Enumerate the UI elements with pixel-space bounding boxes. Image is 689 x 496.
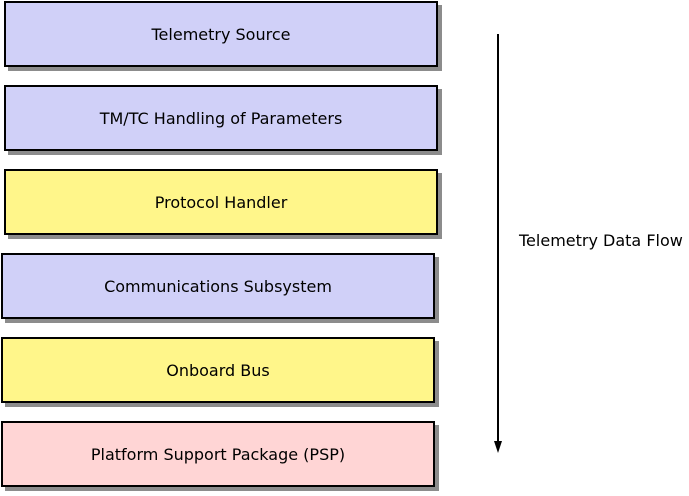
layer-label: Telemetry Source [151,24,291,44]
layer-label: Onboard Bus [166,360,270,380]
layer-tmtc-handling: TM/TC Handling of Parameters [4,85,438,151]
layer-label: Protocol Handler [154,192,288,212]
flow-label: Telemetry Data Flow [519,231,683,250]
layer-label: Platform Support Package (PSP) [90,444,346,464]
flow-arrow-head [494,441,502,453]
layer-label: TM/TC Handling of Parameters [99,108,343,128]
layer-onboard-bus: Onboard Bus [1,337,435,403]
layer-communications-subsystem: Communications Subsystem [1,253,435,319]
layer-telemetry-source: Telemetry Source [4,1,438,67]
layer-protocol-handler: Protocol Handler [4,169,438,235]
layer-label: Communications Subsystem [104,276,332,296]
layer-psp: Platform Support Package (PSP) [1,421,435,487]
